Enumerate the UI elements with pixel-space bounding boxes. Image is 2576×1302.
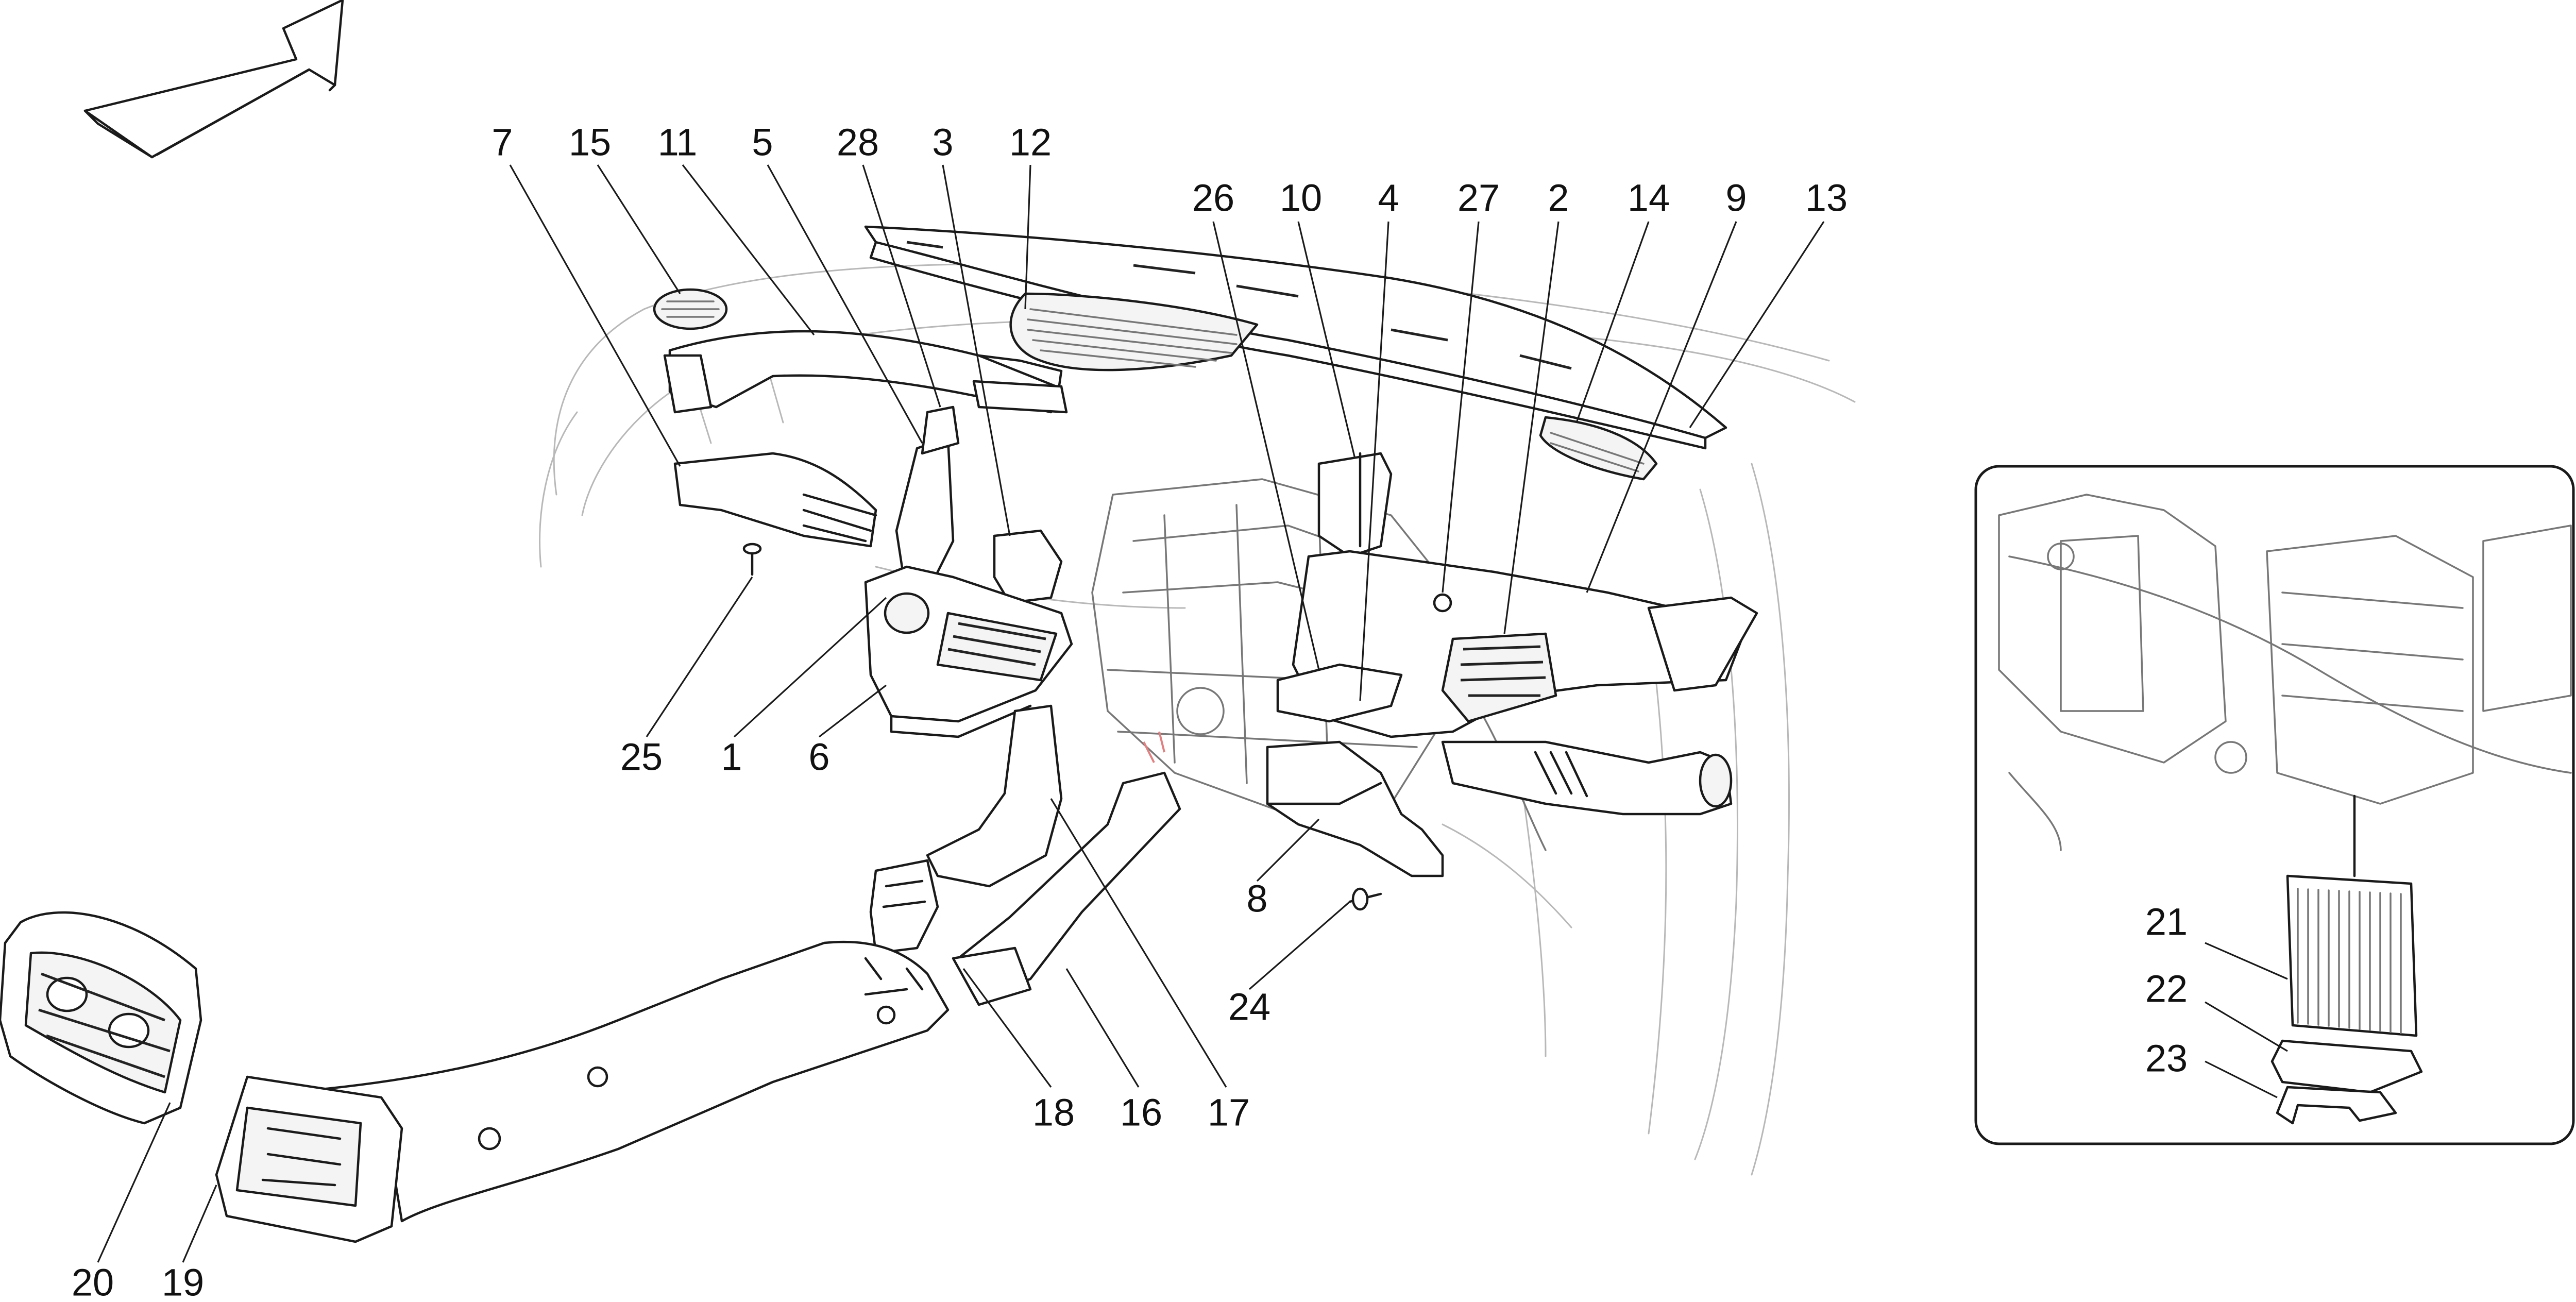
lower-duct-16 <box>952 771 1181 1006</box>
callout-10: 10 <box>1280 177 1322 219</box>
callout-17: 17 <box>1208 1091 1250 1134</box>
screw-24 <box>1348 887 1382 911</box>
screw-25 <box>742 543 762 576</box>
callout-15: 15 <box>569 121 611 164</box>
cabin-air-filter <box>2286 874 2418 1037</box>
direction-arrow-icon <box>83 0 344 159</box>
center-vent-assembly <box>864 565 1073 738</box>
callout-13: 13 <box>1805 177 1848 219</box>
callout-8: 8 <box>1246 877 1267 920</box>
callout-5: 5 <box>752 121 773 164</box>
callout-3: 3 <box>932 121 953 164</box>
filter-clip <box>2276 1086 2397 1125</box>
left-speaker-grille <box>653 288 728 330</box>
callout-23: 23 <box>2145 1037 2188 1080</box>
callout-26: 26 <box>1192 177 1234 219</box>
callout-18: 18 <box>1032 1091 1075 1134</box>
callout-6: 6 <box>808 736 829 779</box>
lower-left-duct-17 <box>926 704 1063 888</box>
callout-22: 22 <box>2145 968 2188 1010</box>
upper-center-duct <box>1317 452 1393 558</box>
callout-19: 19 <box>162 1261 204 1302</box>
callout-14: 14 <box>1628 177 1670 219</box>
bracket-26 <box>1276 663 1403 723</box>
side-defroster-grille <box>1539 416 1658 481</box>
callout-28: 28 <box>837 121 879 164</box>
callout-21: 21 <box>2145 901 2188 943</box>
floor-duct <box>215 940 950 1243</box>
callout-9: 9 <box>1725 177 1747 219</box>
lower-center-duct-8 <box>1266 740 1444 877</box>
callout-2: 2 <box>1548 177 1569 219</box>
callout-25: 25 <box>620 736 663 779</box>
callout-16: 16 <box>1120 1091 1162 1134</box>
callout-12: 12 <box>1009 121 1052 164</box>
callout-24: 24 <box>1228 986 1270 1028</box>
defroster-vent-panel <box>864 225 1727 450</box>
left-side-vent-duct <box>673 452 877 548</box>
rear-vent-20 <box>0 911 202 1125</box>
callout-27: 27 <box>1458 177 1500 219</box>
callout-20: 20 <box>72 1261 114 1302</box>
center-bracket-3 <box>993 529 1063 604</box>
callout-1: 1 <box>721 736 742 779</box>
callout-numbers: 7 15 11 5 28 3 12 26 10 4 27 2 14 9 13 2… <box>72 121 2188 1302</box>
callout-4: 4 <box>1378 177 1399 219</box>
center-speaker-grille <box>1009 292 1259 371</box>
callout-11: 11 <box>658 121 698 164</box>
center-vertical-duct <box>895 380 1068 599</box>
outlet-18 <box>869 859 939 955</box>
right-vent-duct-assembly <box>1292 550 1758 816</box>
leader-lines <box>97 164 2288 1263</box>
cabin-filter-inset-panel <box>1974 465 2575 1145</box>
callout-7: 7 <box>492 121 513 164</box>
inset-hvac-detail <box>1998 494 2572 851</box>
